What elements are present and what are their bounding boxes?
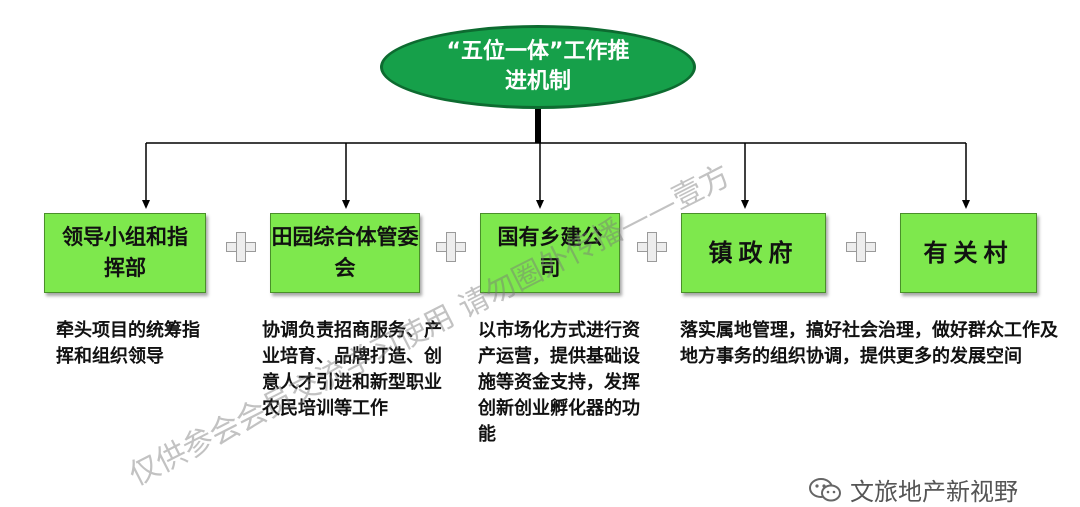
brand-name: 文旅地产新视野 bbox=[850, 478, 1018, 506]
wechat-icon bbox=[809, 477, 841, 501]
brand-badge: 文旅地产新视野 bbox=[808, 472, 1018, 507]
plus-icon bbox=[846, 232, 876, 262]
description-management-committee: 协调负责招商服务、产业培育、品牌打造、创意人才引进和新型职业农民培训等工作 bbox=[262, 320, 442, 419]
node-management-committee: 田园综合体管委会 bbox=[270, 213, 420, 293]
node-label: 国有乡建公司 bbox=[497, 225, 603, 280]
node-state-company: 国有乡建公司 bbox=[480, 213, 620, 293]
description-town-government: 落实属地管理，搞好社会治理，做好群众工作及地方事务的组织协调，提供更多的发展空间 bbox=[680, 320, 1058, 367]
root-label: “五位一体”工作推进机制 bbox=[446, 39, 630, 94]
root-node: “五位一体”工作推进机制 bbox=[380, 25, 696, 109]
node-label: 领导小组和指挥部 bbox=[62, 225, 188, 280]
plus-icon bbox=[226, 232, 256, 262]
node-villages: 有关村 bbox=[900, 213, 1037, 293]
node-label: 有关村 bbox=[923, 238, 1014, 267]
node-label: 田园综合体管委会 bbox=[271, 225, 419, 280]
node-town-government: 镇政府 bbox=[681, 213, 826, 293]
description-leading-group: 牵头项目的统筹指挥和组织领导 bbox=[56, 320, 200, 367]
description-state-company: 以市场化方式进行资产运营，提供基础设施等资金支持，发挥创新创业孵化器的功能 bbox=[478, 320, 640, 445]
node-label: 镇政府 bbox=[708, 238, 799, 267]
plus-icon bbox=[637, 232, 667, 262]
plus-icon bbox=[436, 232, 466, 262]
node-leading-group: 领导小组和指挥部 bbox=[44, 213, 206, 293]
